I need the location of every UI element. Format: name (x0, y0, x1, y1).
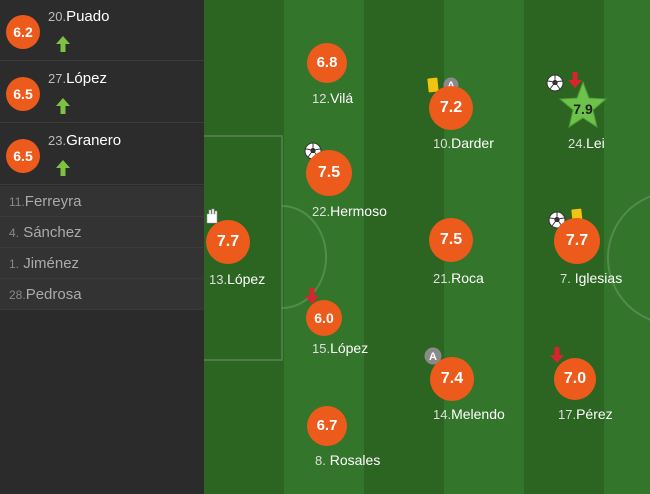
svg-text:A: A (429, 351, 437, 363)
player-name: 7. Iglesias (560, 270, 622, 286)
player-number: 23. (48, 133, 67, 148)
player-rating-badge: 6.5 (6, 139, 40, 173)
player-number: 20. (48, 9, 67, 24)
bench-player-row[interactable]: 1. Jiménez (0, 248, 204, 279)
player-name: 17.Pérez (558, 406, 613, 422)
player-rating-badge: 7.7 (554, 218, 600, 264)
player-number: 21. (433, 271, 452, 286)
player-name-text: López (66, 70, 107, 87)
pitch-markings (204, 135, 650, 361)
player-name-text: Darder (451, 135, 494, 151)
player-number: 28. (9, 288, 26, 302)
player-number: 12. (312, 91, 331, 106)
player-name: 20.Puado (48, 8, 109, 25)
player-rating-badge: 7.5 (306, 150, 352, 196)
player-name-text: Pedrosa (25, 286, 82, 303)
player-rating-badge: 6.2 (6, 15, 40, 49)
player-name-text: Ferreyra (24, 193, 82, 210)
player-name-text: Roca (451, 270, 484, 286)
player-name: 24.Lei (568, 135, 605, 151)
player-name-text: López (227, 271, 266, 287)
player-rating-badge: 6.0 (306, 300, 342, 336)
player-number: 27. (48, 71, 67, 86)
player-name: 13.López (209, 271, 265, 287)
player-name-text: Iglesias (574, 270, 623, 286)
player-name-text: López (330, 340, 369, 356)
player-number: 7. (560, 271, 571, 286)
player-rating-badge: 7.4 (430, 357, 474, 401)
player-name-text: Puado (66, 8, 110, 25)
player-rating-badge: 6.8 (307, 43, 347, 83)
player-rating-badge: 7.5 (429, 218, 473, 262)
bench-player-row[interactable]: 28.Pedrosa (0, 279, 204, 310)
player-number: 4. (9, 226, 20, 240)
player-name: 10.Darder (433, 135, 494, 151)
goalkeeper-glove-icon (206, 208, 218, 224)
player-rating-badge: 7.7 (206, 220, 250, 264)
soccer-ball-icon (546, 74, 564, 92)
player-rating-badge: 7.2 (429, 86, 473, 130)
player-number: 17. (558, 407, 577, 422)
substitute-row[interactable]: 6.5 23.Granero (0, 124, 204, 185)
player-rating-badge: 7.0 (554, 358, 596, 400)
player-name-text: Rosales (329, 452, 381, 468)
player-name-text: Sánchez (23, 224, 82, 241)
sub-out-arrow-icon (568, 72, 582, 88)
player-number: 22. (312, 204, 331, 219)
bench-player-row[interactable]: 11.Ferreyra (0, 186, 204, 217)
sub-in-arrow-icon (56, 160, 70, 176)
player-name-text: Pérez (576, 406, 613, 422)
player-rating-badge: 7.9 (573, 101, 593, 117)
player-number: 24. (568, 136, 587, 151)
yellow-card-icon (427, 77, 439, 93)
player-name: 8. Rosales (315, 452, 380, 468)
player-name-text: Hermoso (330, 203, 387, 219)
player-number: 13. (209, 272, 228, 287)
player-name: 12.Vilá (312, 90, 353, 106)
player-name: 15.López (312, 340, 368, 356)
pitch: 7.7 13.López 7.5 22.Hermoso 6.0 15.López… (204, 0, 650, 494)
man-of-the-match-star-icon (558, 80, 608, 129)
player-name: 22.Hermoso (312, 203, 387, 219)
assist-icon: A (424, 347, 442, 365)
player-name-text: Granero (66, 132, 122, 149)
player-number: 15. (312, 341, 331, 356)
sub-out-arrow-icon (305, 288, 319, 304)
substitutes-panel: 6.2 20.Puado 6.5 27.López 6.5 23.Granero… (0, 0, 204, 494)
player-number: 11. (9, 195, 25, 209)
player-name: 27.López (48, 70, 107, 87)
player-name-text: Lei (586, 135, 605, 151)
sub-in-arrow-icon (56, 98, 70, 114)
player-name-text: Melendo (451, 406, 505, 422)
player-name: 23.Granero (48, 132, 121, 149)
player-number: 14. (433, 407, 452, 422)
player-name-text: Vilá (330, 90, 354, 106)
player-rating-badge: 6.7 (307, 406, 347, 446)
sub-in-arrow-icon (56, 36, 70, 52)
pitch-stripe (604, 0, 650, 494)
player-number: 8. (315, 453, 326, 468)
player-name: 14.Melendo (433, 406, 505, 422)
player-name: 21.Roca (433, 270, 484, 286)
player-number: 1. (9, 257, 20, 271)
player-number: 10. (433, 136, 452, 151)
sub-out-arrow-icon (550, 347, 564, 363)
player-rating-badge: 6.5 (6, 77, 40, 111)
substitute-row[interactable]: 6.5 27.López (0, 62, 204, 123)
player-name-text: Jiménez (23, 255, 80, 272)
bench-player-row[interactable]: 4. Sánchez (0, 217, 204, 248)
substitute-row[interactable]: 6.2 20.Puado (0, 0, 204, 61)
